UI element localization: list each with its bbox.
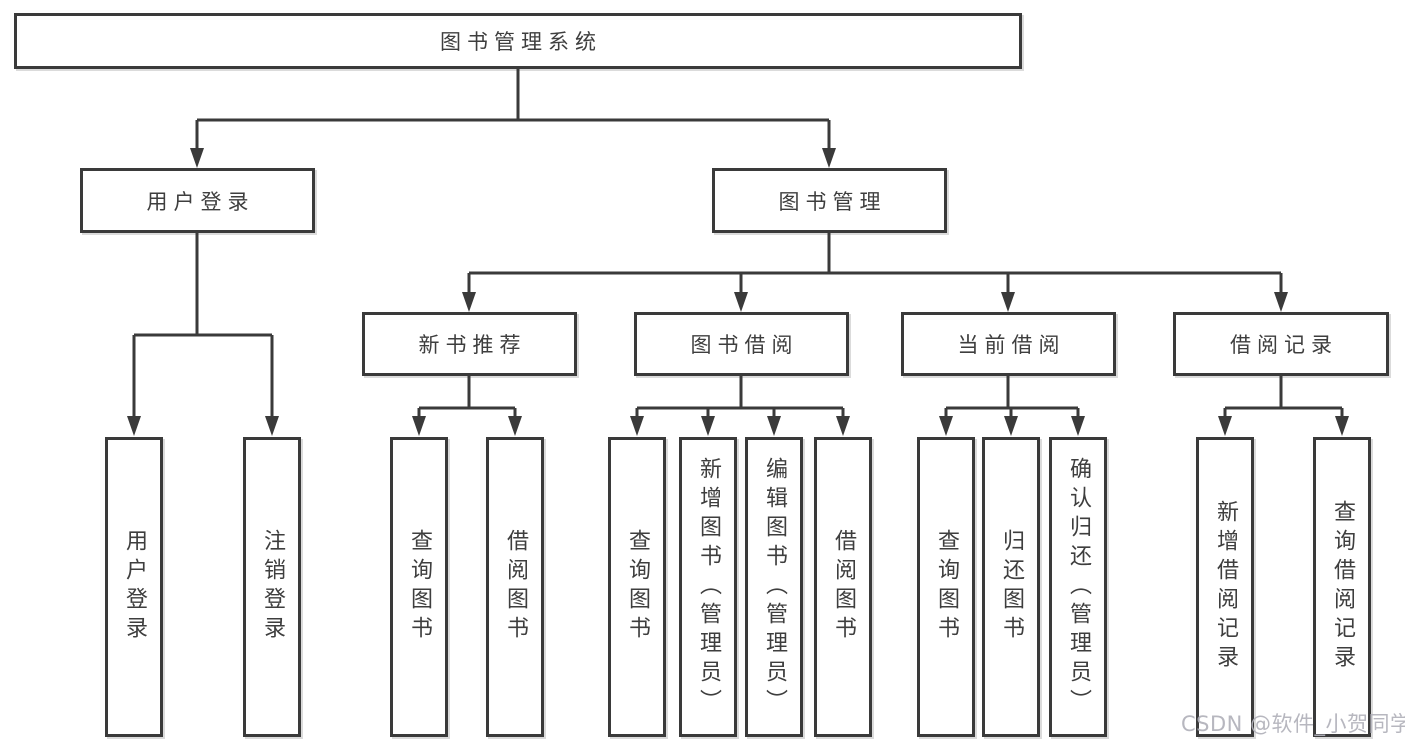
connector-line bbox=[635, 376, 845, 419]
leaf-label: 查询图书 bbox=[625, 529, 650, 645]
node-book-borrowing: 图书借阅 bbox=[634, 312, 849, 376]
leaf-label: 新增图书（管理员） bbox=[696, 456, 721, 718]
leaf-label: 借阅图书 bbox=[503, 529, 528, 645]
leaf-label: 归还图书 bbox=[999, 529, 1024, 645]
arrowhead-icon bbox=[1004, 416, 1018, 436]
arrowhead-icon bbox=[1218, 416, 1232, 436]
leaf-query-borrow-record: 查询借阅记录 bbox=[1313, 437, 1371, 737]
leaf-label: 编辑图书（管理员） bbox=[762, 456, 787, 718]
connector-borrowing-children bbox=[630, 376, 850, 436]
arrowhead-icon bbox=[462, 292, 476, 312]
arrowhead-icon bbox=[508, 416, 522, 436]
leaf-label: 查询借阅记录 bbox=[1330, 500, 1355, 674]
arrowhead-icon bbox=[1001, 292, 1015, 312]
leaf-add-borrow-record: 新增借阅记录 bbox=[1196, 437, 1254, 737]
arrowhead-icon bbox=[734, 292, 748, 312]
leaf-label: 用户登录 bbox=[122, 529, 147, 645]
node-label: 用户登录 bbox=[146, 189, 255, 214]
leaf-query-books-recommend: 查询图书 bbox=[390, 437, 448, 737]
leaf-edit-books-admin: 编辑图书（管理员） bbox=[745, 437, 803, 737]
connector-line bbox=[195, 69, 831, 150]
arrowhead-icon bbox=[767, 416, 781, 436]
leaf-borrow-books-recommend: 借阅图书 bbox=[486, 437, 544, 737]
connector-current-children bbox=[939, 376, 1085, 436]
connector-records-children bbox=[1218, 376, 1349, 436]
connector-line bbox=[467, 233, 1283, 294]
arrowhead-icon bbox=[1335, 416, 1349, 436]
node-book-management: 图书管理 bbox=[712, 168, 947, 233]
connector-line bbox=[417, 376, 517, 419]
node-label: 借阅记录 bbox=[1230, 333, 1338, 357]
leaf-user-login: 用户登录 bbox=[105, 437, 163, 737]
connector-user-login-children bbox=[127, 233, 279, 436]
leaf-borrow-books-borrowing: 借阅图书 bbox=[814, 437, 872, 737]
leaf-confirm-return-admin: 确认归还（管理员） bbox=[1049, 437, 1107, 737]
node-library-management-system: 图书管理系统 bbox=[14, 13, 1022, 69]
arrowhead-icon bbox=[939, 416, 953, 436]
leaf-add-books-admin: 新增图书（管理员） bbox=[679, 437, 737, 737]
arrowhead-icon bbox=[630, 416, 644, 436]
connector-recommend-children bbox=[412, 376, 522, 436]
leaf-label: 查询图书 bbox=[934, 529, 959, 645]
leaf-label: 新增借阅记录 bbox=[1213, 500, 1238, 674]
leaf-label: 借阅图书 bbox=[831, 529, 856, 645]
leaf-logout: 注销登录 bbox=[243, 437, 301, 737]
leaf-return-books: 归还图书 bbox=[982, 437, 1040, 737]
node-borrowing-records: 借阅记录 bbox=[1173, 312, 1389, 376]
node-new-book-recommendation: 新书推荐 bbox=[362, 312, 577, 376]
arrowhead-icon bbox=[190, 148, 204, 168]
watermark: CSDN @软件_小贺同学 bbox=[1181, 712, 1405, 736]
node-label: 图书借阅 bbox=[690, 333, 799, 357]
arrowhead-icon bbox=[1274, 292, 1288, 312]
arrowhead-icon bbox=[836, 416, 850, 436]
arrowhead-icon bbox=[127, 416, 141, 436]
arrowhead-icon bbox=[1071, 416, 1085, 436]
leaf-label: 查询图书 bbox=[407, 529, 432, 645]
arrowhead-icon bbox=[265, 416, 279, 436]
connector-line bbox=[944, 376, 1080, 419]
node-label: 图书管理系统 bbox=[440, 30, 602, 54]
node-user-login: 用户登录 bbox=[80, 168, 315, 233]
arrowhead-icon bbox=[822, 148, 836, 168]
connector-book-management-children bbox=[462, 233, 1288, 312]
node-label: 新书推荐 bbox=[418, 333, 527, 357]
node-label: 当前借阅 bbox=[957, 333, 1066, 357]
leaf-label: 注销登录 bbox=[260, 529, 285, 645]
leaf-query-books-borrowing: 查询图书 bbox=[608, 437, 666, 737]
leaf-label: 确认归还（管理员） bbox=[1066, 456, 1091, 718]
node-label: 图书管理 bbox=[778, 189, 887, 214]
connector-line bbox=[1223, 376, 1344, 419]
arrowhead-icon bbox=[412, 416, 426, 436]
arrowhead-icon bbox=[701, 416, 715, 436]
leaf-query-books-current: 查询图书 bbox=[917, 437, 975, 737]
connector-line bbox=[132, 233, 274, 418]
connector-root-to-level2 bbox=[190, 69, 836, 168]
node-current-borrowing: 当前借阅 bbox=[901, 312, 1116, 376]
